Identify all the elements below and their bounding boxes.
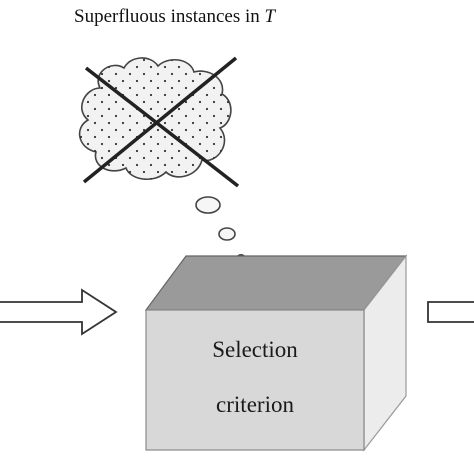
output-arrow-icon [427, 301, 474, 323]
box-label-line2: criterion [216, 392, 294, 417]
caption-variable: T [265, 6, 277, 27]
cross-icon [82, 56, 240, 188]
cross-line-1 [84, 66, 240, 188]
box-front-face [145, 309, 365, 451]
box-top-face [144, 255, 408, 311]
thought-bubble-medium [218, 227, 236, 241]
thought-bubble-large [195, 196, 221, 214]
thought-bubbles [195, 196, 246, 263]
box-label-line1: Selection [212, 337, 298, 362]
cloud-caption: Superfluous instances in T [74, 6, 277, 27]
input-arrow-icon [0, 288, 118, 336]
selection-box: Selection criterion [144, 254, 408, 452]
cross-line-2 [82, 56, 238, 184]
caption-prefix: Superfluous instances in [74, 6, 265, 27]
